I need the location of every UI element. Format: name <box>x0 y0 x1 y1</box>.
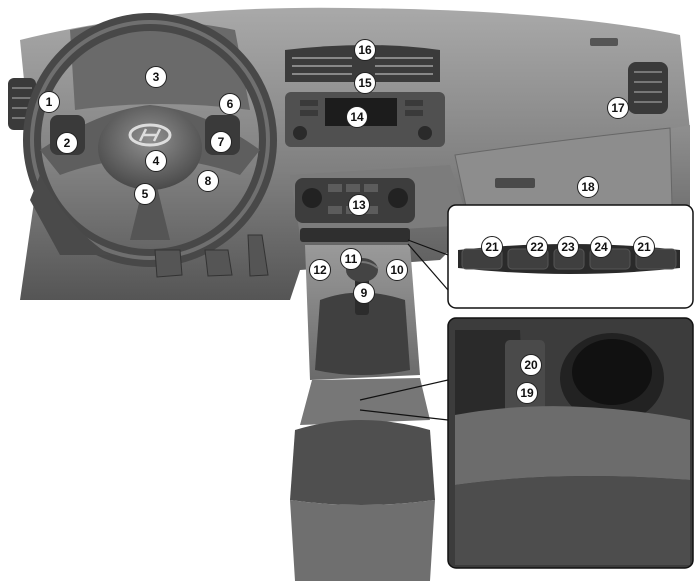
callout-19: 19 <box>516 382 538 404</box>
callout-11: 11 <box>340 248 362 270</box>
cup-holder-icon <box>560 333 664 423</box>
callout-15: 15 <box>354 72 376 94</box>
gear-shift-boot <box>315 292 410 375</box>
callout-21-right: 21 <box>633 236 655 258</box>
callout-14: 14 <box>346 106 368 128</box>
callout-17: 17 <box>607 97 629 119</box>
center-armrest <box>290 420 435 505</box>
callout-18: 18 <box>577 176 599 198</box>
callout-2: 2 <box>56 132 78 154</box>
callout-23: 23 <box>557 236 579 258</box>
pedal-icon <box>154 234 269 278</box>
callout-9: 9 <box>353 282 375 304</box>
callout-24: 24 <box>590 236 612 258</box>
callout-1: 1 <box>38 91 60 113</box>
callout-20: 20 <box>520 354 542 376</box>
callout-22: 22 <box>526 236 548 258</box>
callout-10: 10 <box>386 259 408 281</box>
callout-5: 5 <box>134 183 156 205</box>
callout-7: 7 <box>210 131 232 153</box>
hyundai-logo-icon <box>128 123 172 147</box>
callout-16: 16 <box>354 39 376 61</box>
callout-6: 6 <box>219 93 241 115</box>
center-air-vents <box>285 45 440 82</box>
callout-3: 3 <box>145 66 167 88</box>
callout-12: 12 <box>309 259 331 281</box>
callout-21-left: 21 <box>481 236 503 258</box>
airbag-hub <box>98 106 202 190</box>
right-air-vent <box>628 62 668 114</box>
callout-8: 8 <box>197 170 219 192</box>
callout-13: 13 <box>348 194 370 216</box>
callout-4: 4 <box>145 150 167 172</box>
